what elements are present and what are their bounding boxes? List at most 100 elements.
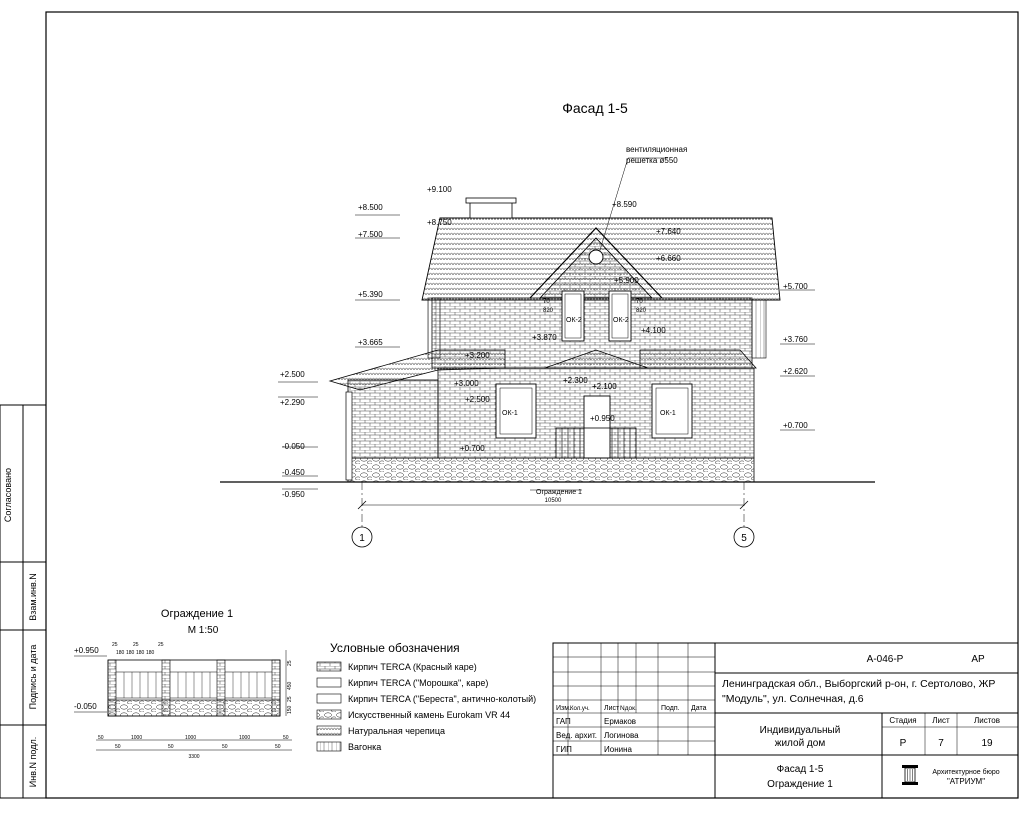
sheets-label: Листов — [974, 716, 1000, 725]
role-2: Вед. архит. — [556, 731, 597, 740]
level-left-9100: +9.100 — [427, 185, 452, 194]
stage-label: Стадия — [889, 716, 916, 725]
window-mark-ok2-b: ОК-2 — [613, 317, 629, 324]
fence-top-dim-2: 25 — [133, 642, 139, 648]
axis-label-1: 1 — [359, 533, 365, 544]
side-stamp — [0, 404, 47, 799]
fence-right-dim-2: 450 — [287, 681, 293, 690]
fence-sub-dim-4: 50 — [275, 744, 281, 750]
sheets-value: 19 — [981, 738, 993, 749]
fence-level-top: +0.950 — [74, 646, 99, 655]
fence-sub-dim-2: 50 — [168, 744, 174, 750]
level-left-8750: +8.750 — [427, 218, 452, 227]
axis-bubble-5 — [733, 526, 755, 548]
legend-item-5: Натуральная черепица — [348, 726, 445, 736]
legend-title: Условные обозначения — [330, 641, 460, 655]
stamp-agreed: Согласовано — [3, 468, 13, 522]
level-left-5390: +5.390 — [358, 290, 383, 299]
fence-scale: М 1:50 — [188, 625, 219, 636]
stage-value: Р — [900, 738, 907, 749]
level-3200: +3.200 — [465, 351, 490, 360]
fence-top-dim-6: 180 — [136, 650, 145, 656]
window-mark-ok1-a: ОК-1 — [502, 410, 518, 417]
fence-total-dim: 3300 — [188, 754, 199, 760]
col-date: Дата — [691, 705, 707, 712]
fence-bottom-dim-3: 1000 — [185, 735, 196, 741]
fence-right-dim-3: 25 — [287, 696, 293, 702]
bureau-line1: Архитектурное бюро — [932, 768, 999, 776]
level-2500: +2.500 — [465, 395, 490, 404]
fence-title: Ограждение 1 — [161, 608, 233, 620]
stamp-signature-date: Подпись и дата — [28, 645, 38, 710]
column-logo-icon — [902, 765, 918, 785]
sheet-value: 7 — [938, 738, 944, 749]
title-block-grid — [552, 642, 1019, 799]
fence-right-dim-1: 25 — [287, 660, 293, 666]
level-3000: +3.000 — [454, 379, 479, 388]
fence-right-dim-4: 150 — [287, 705, 293, 714]
level-6660: +6.660 — [656, 254, 681, 263]
legend-swatch-stone — [316, 709, 342, 720]
address: Ленинградская обл., Выборгский р-он, г. … — [722, 678, 996, 705]
level-7640: +7.640 — [656, 227, 681, 236]
col-doc: Nдок. — [620, 705, 637, 712]
doc-code: А-046-Р — [867, 654, 904, 665]
level-2100: +2.100 — [592, 382, 617, 391]
fence-sub-dim-3: 50 — [222, 744, 228, 750]
fence-drawing — [74, 650, 292, 751]
sheet-label: Лист — [932, 716, 950, 725]
fence-level-bottom: -0.050 — [74, 702, 97, 711]
legend-item-4: Искусственный камень Eurokam VR 44 — [348, 710, 510, 720]
total-dimension: 10500 — [545, 498, 562, 504]
doc-section: АР — [971, 654, 985, 665]
name-1: Ермаков — [604, 717, 636, 726]
fence-bottom-dim-4: 1000 — [239, 735, 250, 741]
sheet-title-2: Ограждение 1 — [767, 779, 833, 790]
object-line2: жилой дом — [775, 738, 826, 749]
level-right-5700: +5.700 — [783, 282, 808, 291]
fence-top-dim-7: 180 — [146, 650, 155, 656]
fence-sub-dim-1: 50 — [115, 744, 121, 750]
level-2300: +2.300 — [563, 376, 588, 385]
axis-bubble-1 — [351, 526, 373, 548]
level-left-2500: +2.500 — [280, 370, 305, 379]
object-line1: Индивидуальный — [760, 725, 841, 736]
level-right-2620: +2.620 — [783, 367, 808, 376]
level-left-7500: +7.500 — [358, 230, 383, 239]
level-left-2290: +2.290 — [280, 398, 305, 407]
col-change: Изм. — [556, 705, 571, 712]
window-mark-ok2-a: ОК-2 — [566, 317, 582, 324]
level-5900: +5.900 — [614, 276, 639, 285]
bureau-line2: "АТРИУМ" — [947, 777, 985, 786]
level-3870: +3.870 — [532, 333, 557, 342]
facade-elevation — [220, 157, 875, 527]
sheet-title-1: Фасад 1-5 — [777, 764, 824, 775]
col-sign: Подп. — [661, 705, 680, 712]
fence-bottom-dim-1: 50 — [98, 735, 104, 741]
fence-top-dim-1: 25 — [112, 642, 118, 648]
drawing-title: Фасад 1-5 — [562, 100, 628, 116]
legend-swatch-board — [316, 741, 342, 752]
level-left-m0950: -0.950 — [282, 490, 305, 499]
fence-top-dim-5: 180 — [126, 650, 135, 656]
legend-item-6: Вагонка — [348, 742, 381, 752]
name-2: Логинова — [604, 731, 639, 740]
axis-label-5: 5 — [741, 533, 747, 544]
address-box: Ленинградская обл., Выборгский р-он, г. … — [722, 678, 996, 705]
legend-item-2: Кирпич TERCA ("Морошка", каре) — [348, 678, 488, 688]
level-0950: +0.950 — [590, 414, 615, 423]
level-left-m0450: -0.450 — [282, 468, 305, 477]
col-sheet: Лист — [604, 705, 620, 712]
legend-swatch-moroshka-brick — [316, 677, 342, 688]
role-1: ГАП — [556, 717, 571, 726]
name-3: Ионина — [604, 745, 633, 754]
level-left-8500: +8.500 — [358, 203, 383, 212]
level-right-3760: +3.760 — [783, 335, 808, 344]
dim-820-a: 820 — [543, 308, 554, 314]
legend-swatch-beresta-brick — [316, 693, 342, 704]
vent-note-line2: решетка ø550 — [626, 156, 678, 165]
legend-item-3: Кирпич TERCA ("Береста", антично-колотый… — [348, 694, 536, 704]
fence-top-dim-4: 180 — [116, 650, 125, 656]
level-8590: +8.590 — [612, 200, 637, 209]
